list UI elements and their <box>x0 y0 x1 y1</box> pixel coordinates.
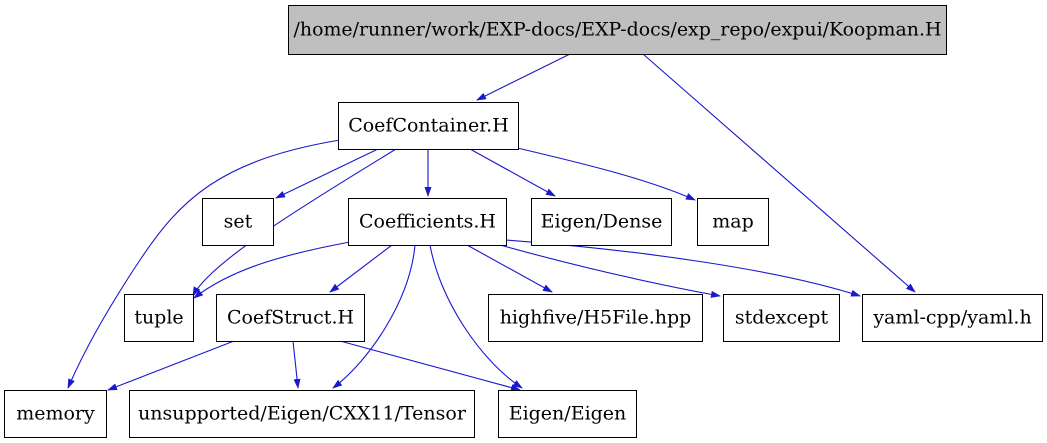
edge-coefficients-to-highfive <box>466 244 553 293</box>
edge-coefficients-to-stdexcept <box>499 244 721 298</box>
node-set[interactable]: set <box>202 198 274 246</box>
edge-coefficients-to-eigeneigen <box>429 244 523 389</box>
node-label-set: set <box>224 211 253 233</box>
edges-layer <box>67 53 916 392</box>
node-label-koopman: /home/runner/work/EXP-docs/EXP-docs/exp_… <box>294 19 942 41</box>
node-label-tensor: unsupported/Eigen/CXX11/Tensor <box>138 403 467 425</box>
edge-coefcontainer-to-eigendense <box>469 148 556 197</box>
node-tensor[interactable]: unsupported/Eigen/CXX11/Tensor <box>129 390 475 438</box>
node-box-tensor <box>129 390 475 438</box>
node-box-coefficients <box>348 198 507 246</box>
node-box-stdexcept <box>723 294 840 342</box>
node-label-memory: memory <box>16 403 95 425</box>
edge-coefcontainer-to-set <box>275 148 379 199</box>
node-box-yaml <box>862 294 1043 342</box>
node-stdexcept[interactable]: stdexcept <box>723 294 840 342</box>
edge-coefstruct-to-tensor <box>292 340 301 389</box>
node-coefstruct[interactable]: CoefStruct.H <box>216 294 365 342</box>
node-box-coefstruct <box>216 294 365 342</box>
node-yaml[interactable]: yaml-cpp/yaml.h <box>862 294 1043 342</box>
node-eigendense[interactable]: Eigen/Dense <box>531 198 672 246</box>
node-memory[interactable]: memory <box>4 390 107 438</box>
node-coefficients[interactable]: Coefficients.H <box>348 198 507 246</box>
node-label-yaml: yaml-cpp/yaml.h <box>872 307 1031 329</box>
node-coefcontainer[interactable]: CoefContainer.H <box>338 102 519 150</box>
edge-coefstruct-to-memory <box>107 340 235 391</box>
edge-coefficients-to-tuple <box>193 241 351 299</box>
edge-coefficients-to-tensor <box>332 244 416 389</box>
node-label-coefcontainer: CoefContainer.H <box>348 115 509 137</box>
edge-koopman-to-yaml <box>642 53 916 293</box>
node-label-highfive: highfive/H5File.hpp <box>500 307 692 329</box>
node-box-highfive <box>488 294 703 342</box>
node-eigeneigen[interactable]: Eigen/Eigen <box>498 390 637 438</box>
node-koopman[interactable]: /home/runner/work/EXP-docs/EXP-docs/exp_… <box>288 5 947 55</box>
node-map[interactable]: map <box>697 198 769 246</box>
node-box-coefcontainer <box>338 102 519 150</box>
node-label-eigeneigen: Eigen/Eigen <box>509 403 627 425</box>
edge-coefcontainer-to-tuple <box>192 148 397 297</box>
node-label-coefficients: Coefficients.H <box>359 211 496 233</box>
edge-coefstruct-to-eigeneigen <box>339 340 521 392</box>
edge-coefficients-to-yaml <box>505 239 861 297</box>
node-label-eigendense: Eigen/Dense <box>541 211 663 233</box>
nodes-layer: /home/runner/work/EXP-docs/EXP-docs/exp_… <box>4 5 1043 438</box>
node-box-memory <box>4 390 107 438</box>
edge-coefcontainer-to-memory <box>67 139 341 389</box>
node-label-stdexcept: stdexcept <box>735 307 829 329</box>
node-label-coefstruct: CoefStruct.H <box>227 307 354 329</box>
node-box-eigeneigen <box>498 390 637 438</box>
node-box-map <box>697 198 769 246</box>
edge-koopman-to-coefcontainer <box>476 53 571 101</box>
node-box-set <box>202 198 274 246</box>
node-box-koopman <box>288 5 947 55</box>
edge-coefcontainer-to-map <box>512 146 696 201</box>
node-label-map: map <box>712 211 754 233</box>
node-highfive[interactable]: highfive/H5File.hpp <box>488 294 703 342</box>
node-label-tuple: tuple <box>134 307 183 329</box>
node-tuple[interactable]: tuple <box>124 294 194 342</box>
node-box-tuple <box>124 294 194 342</box>
edge-coefficients-to-coefstruct <box>329 244 393 293</box>
node-box-eigendense <box>531 198 672 246</box>
